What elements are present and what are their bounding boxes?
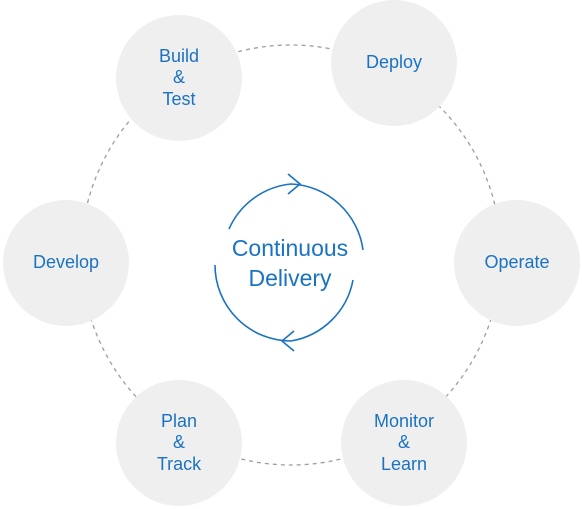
stage-monitor-learn-line3: Learn [380,453,428,474]
stage-monitor-learn-line2: & [397,432,410,453]
stage-operate-line1: Operate [484,252,550,273]
stage-build-test-line3: Test [162,88,196,109]
stage-develop: Develop [3,200,129,326]
stage-plan-track-line3: Track [156,453,202,474]
cycle-arc-top [228,183,364,251]
stage-develop-line1: Develop [32,252,100,273]
stage-operate: Operate [454,200,580,326]
stage-monitor-learn: Monitor & Learn [341,380,467,506]
stage-plan-track: Plan & Track [116,380,242,506]
stage-build-test-line1: Build [158,45,200,66]
stage-build-test-line2: & [172,67,185,88]
cycle-arc-bottom [214,264,354,342]
stage-build-test: Build & Test [116,15,242,141]
center-title-line2: Delivery [248,265,332,291]
center-title: Continuous Delivery [190,233,390,293]
center-title-line1: Continuous [231,235,349,261]
stage-plan-track-line2: & [172,432,185,453]
stage-monitor-learn-line1: Monitor [373,410,435,431]
stage-deploy-line1: Deploy [365,52,423,73]
stage-plan-track-line1: Plan [160,410,198,431]
cycle-arrowhead-top-icon [287,173,302,195]
cycle-arrowhead-bottom-icon [280,330,295,352]
stage-deploy: Deploy [331,0,457,126]
